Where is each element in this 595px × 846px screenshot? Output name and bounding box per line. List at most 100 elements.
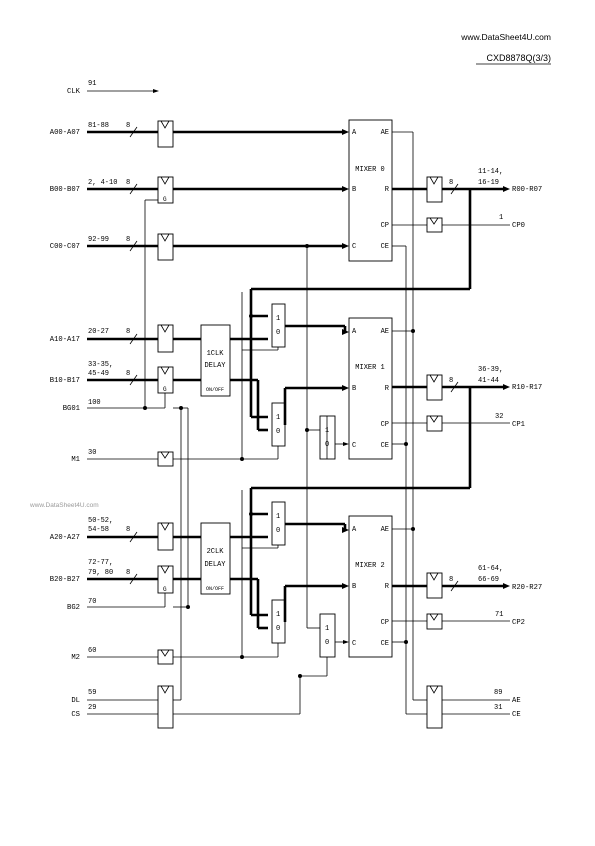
site-url: www.DataSheet4U.com <box>460 32 551 42</box>
reg-m1 <box>157 451 174 467</box>
label-a2: A20-A27 <box>50 534 80 542</box>
pins-r1-2: 41-44 <box>478 377 499 385</box>
mixer-0-ce: CE <box>381 243 389 251</box>
width-a2: 8 <box>126 526 130 534</box>
width-c0: 8 <box>126 236 130 244</box>
svg-text:0: 0 <box>276 625 280 633</box>
reg-c0 <box>157 233 174 261</box>
delay-blocks: 1CLK DELAY ON/OFF 2CLK DELAY ON/OFF <box>200 324 231 595</box>
pins-r0-2: 16-19 <box>478 179 499 187</box>
mixer-1-title: MIXER 1 <box>355 364 384 372</box>
part-number: CXD8878Q(3/3) <box>486 53 551 63</box>
label-m2: M2 <box>71 654 80 662</box>
svg-text:0: 0 <box>325 639 329 647</box>
mixer-2-r: R <box>385 583 390 591</box>
svg-text:0: 0 <box>276 329 280 337</box>
pins-a2-2: 54-58 <box>88 526 109 534</box>
label-cp0: CP0 <box>512 222 525 230</box>
pins-b1-1: 33-35, <box>88 361 113 369</box>
pins-m2: 60 <box>88 647 96 655</box>
pins-cp1: 32 <box>495 413 503 421</box>
width-r1: 8 <box>449 377 453 385</box>
label-bg01: BG01 <box>63 405 80 413</box>
pins-b1-2: 45-49 <box>88 370 109 378</box>
svg-text:1: 1 <box>276 414 280 422</box>
mux-c1 <box>319 415 336 460</box>
pins-b2-1: 72-77, <box>88 559 113 567</box>
width-a1: 8 <box>126 328 130 336</box>
mixer-0: MIXER 0 A B C AE R CP CE <box>348 119 393 262</box>
mux-a2 <box>271 501 286 546</box>
gate-b2: G <box>163 586 167 593</box>
wiring-mixer-1 <box>173 246 510 514</box>
reg-r1 <box>426 374 443 401</box>
pins-bg2: 70 <box>88 598 96 606</box>
pins-b2-2: 79, 80 <box>88 569 113 577</box>
label-r0: R00-R07 <box>512 186 542 194</box>
pins-ae: 89 <box>494 689 502 697</box>
svg-text:1: 1 <box>276 611 280 619</box>
mixer-2-ae: AE <box>381 526 389 534</box>
gate-b1: G <box>163 386 167 393</box>
reg-a0 <box>157 120 174 148</box>
gate-b0: G <box>163 196 167 203</box>
delay-1clk-name: 1CLK <box>207 350 225 358</box>
reg-cp1 <box>426 415 443 432</box>
delay-2clk-word: DELAY <box>204 561 226 569</box>
mux-b2 <box>271 599 286 644</box>
pins-m1: 30 <box>88 449 96 457</box>
mixer-0-r: R <box>385 186 390 194</box>
delay-1clk-ctrl: ON/OFF <box>206 387 224 393</box>
mux-c2 <box>319 613 336 658</box>
label-b2: B20-B27 <box>50 576 80 584</box>
pins-a1: 20-27 <box>88 328 109 336</box>
mixer-1-a: A <box>352 328 357 336</box>
pins-dl: 59 <box>88 689 96 697</box>
mixer-2-cp: CP <box>381 619 389 627</box>
label-c0: C00-C07 <box>50 243 80 251</box>
pins-b0: 2, 4-10 <box>88 179 117 187</box>
svg-text:0: 0 <box>276 527 280 535</box>
svg-text:0: 0 <box>276 428 280 436</box>
label-b0: B00-B07 <box>50 186 80 194</box>
pins-r2-1: 61-64, <box>478 565 503 573</box>
pins-r0-1: 11-14, <box>478 168 503 176</box>
label-m1: M1 <box>71 456 80 464</box>
label-cp2: CP2 <box>512 619 525 627</box>
reg-a1 <box>157 324 174 353</box>
pins-cs: 29 <box>88 704 96 712</box>
mixer-0-a: A <box>352 129 357 137</box>
delay-2clk-name: 2CLK <box>207 548 225 556</box>
mixer-0-ae: AE <box>381 129 389 137</box>
mixer-1-cp: CP <box>381 421 389 429</box>
pins-a2-1: 50-52, <box>88 517 113 525</box>
mixer-1-c: C <box>352 442 356 450</box>
mixer-2-c: C <box>352 640 356 648</box>
reg-r2 <box>426 572 443 599</box>
width-r2: 8 <box>449 576 453 584</box>
label-r2: R20-R27 <box>512 584 542 592</box>
label-cp1: CP1 <box>512 421 525 429</box>
reg-cp2 <box>426 613 443 630</box>
label-cs: CS <box>71 711 80 719</box>
svg-text:1: 1 <box>276 315 280 323</box>
label-ae: AE <box>512 697 521 705</box>
input-wiring <box>87 89 166 715</box>
reg-m2 <box>157 649 174 665</box>
mixer-1-ce: CE <box>381 442 389 450</box>
pins-r2-2: 66-69 <box>478 576 499 584</box>
pins-ce: 31 <box>494 704 502 712</box>
multiplexers: 1 0 1 0 1 0 1 0 1 0 1 0 <box>271 303 336 658</box>
mux-a1 <box>271 303 286 348</box>
reg-cp0 <box>426 217 443 233</box>
delay-2clk-ctrl: ON/OFF <box>206 586 224 592</box>
pins-r1-1: 36-39, <box>478 366 503 374</box>
output-registers <box>426 176 443 729</box>
width-b2: 8 <box>126 569 130 577</box>
label-a0: A00-A07 <box>50 129 80 137</box>
watermark: www.DataSheet4U.com <box>29 502 99 509</box>
label-r1: R10-R17 <box>512 384 542 392</box>
svg-text:1: 1 <box>276 513 280 521</box>
mixer-2: MIXER 2 A B C AE R CP CE <box>348 515 393 658</box>
width-a0: 8 <box>126 122 130 130</box>
